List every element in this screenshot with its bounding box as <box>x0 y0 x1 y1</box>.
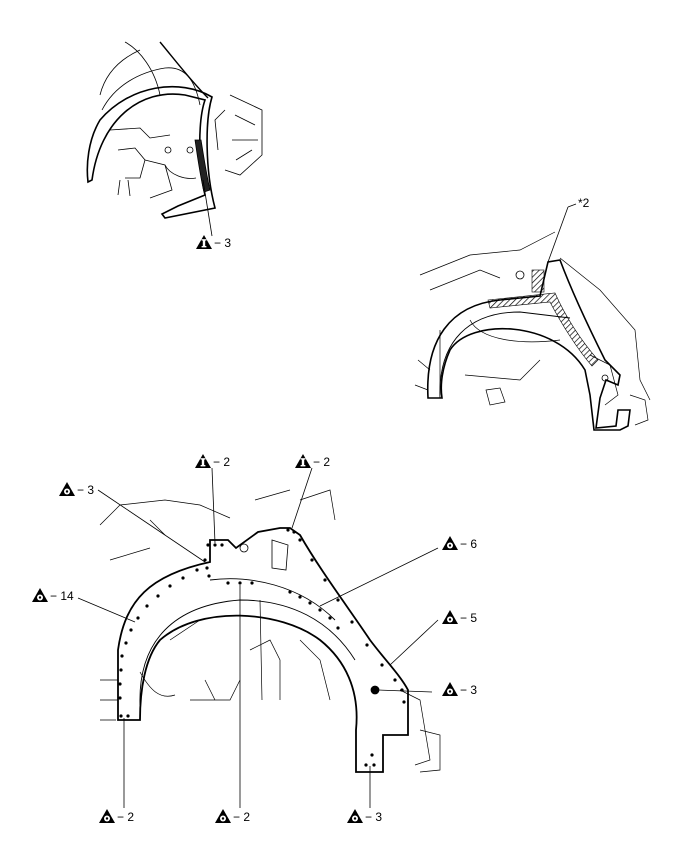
callout-text: − 2 <box>313 455 330 469</box>
callout-i2-left: − 2 <box>195 454 230 469</box>
callout-text: − 5 <box>460 611 477 625</box>
callout-top: − 3 <box>196 235 231 250</box>
callout-o2-bottomleft: − 2 <box>99 809 134 824</box>
triangle-o-icon <box>442 610 458 624</box>
triangle-o-icon <box>442 536 458 550</box>
middle-view: *2 <box>414 196 651 431</box>
triangle-o-icon <box>99 809 115 823</box>
triangle-i-icon <box>195 454 211 468</box>
callout-i2-right: − 2 <box>295 454 330 469</box>
callout-text: − 6 <box>460 537 477 551</box>
triangle-o-icon <box>59 482 75 496</box>
triangle-i-icon <box>295 454 311 468</box>
callout-text: − 14 <box>50 589 74 603</box>
weld-points <box>118 528 406 767</box>
callout-text: − 3 <box>365 810 382 824</box>
callout-o6: − 6 <box>442 536 477 551</box>
callout-text: − 2 <box>117 810 134 824</box>
callout-o3-bottomright: − 3 <box>347 809 382 824</box>
callout-text: − 3 <box>460 683 477 697</box>
callout-o5: − 5 <box>442 610 477 625</box>
callout-o14: − 14 <box>32 588 74 603</box>
callout-o3-right: − 3 <box>442 682 477 697</box>
bottom-view: − 2 − 2 − 3 − 6 − 14 − 5 − 3 − 2 <box>32 454 477 824</box>
callout-text: − 3 <box>77 483 94 497</box>
triangle-o-icon <box>442 682 458 696</box>
triangle-o-icon <box>32 588 48 602</box>
callout-o2-bottommid: − 2 <box>215 809 250 824</box>
triangle-i-icon <box>196 235 212 249</box>
triangle-o-icon <box>215 809 231 823</box>
callout-text: − 2 <box>233 810 250 824</box>
callout-text: − 2 <box>213 455 230 469</box>
reference-label: *2 <box>578 196 590 210</box>
callout-text: − 3 <box>214 236 231 250</box>
callout-o3-topleft: − 3 <box>59 482 94 497</box>
top-view: − 3 <box>86 41 263 250</box>
triangle-o-icon <box>347 809 363 823</box>
